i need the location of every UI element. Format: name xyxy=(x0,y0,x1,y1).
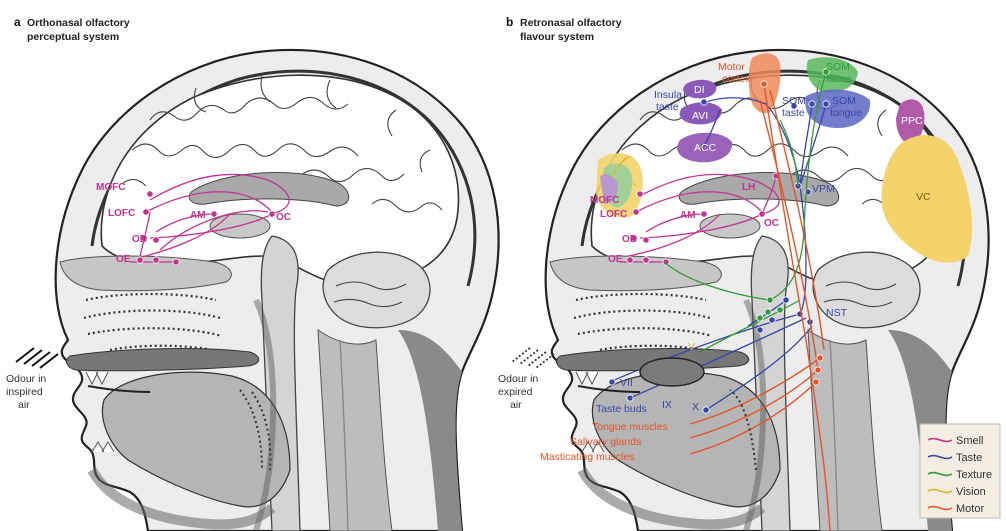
airflow-a-line2: inspired xyxy=(6,386,43,398)
label-avi: AVI xyxy=(692,110,708,122)
region-di xyxy=(683,79,717,99)
label-salivary-glands: Salivary glands xyxy=(570,436,641,448)
legend-label-vision: Vision xyxy=(956,486,986,498)
panel-b-smell-pathways xyxy=(620,173,780,263)
label-lofc-a: LOFC xyxy=(108,208,135,219)
label-taste-buds: Taste buds xyxy=(596,403,647,415)
legend-label-motor: Motor xyxy=(956,503,984,515)
airflow-a-line1: Odour in xyxy=(6,373,46,385)
region-acc xyxy=(677,132,733,163)
region-avi xyxy=(679,102,722,125)
label-x: X xyxy=(692,401,699,413)
panel-b-texture-nodes xyxy=(756,68,830,322)
label-di: DI xyxy=(694,84,705,96)
panel-b-expired-arrows xyxy=(511,347,555,369)
panel-a-inspired-arrows xyxy=(15,347,59,369)
panel-b-title-line2: flavour system xyxy=(520,31,594,43)
legend-label-texture: Texture xyxy=(956,469,992,481)
label-vc: VC xyxy=(916,191,931,203)
legend-swatch-taste xyxy=(927,454,953,460)
panel-a: a Orthonasal olfactory perceptual system… xyxy=(6,15,499,531)
panel-a-title-line2: perceptual system xyxy=(27,31,119,43)
airflow-a-line3: air xyxy=(18,399,30,411)
label-ix: IX xyxy=(662,399,672,411)
region-som-faces xyxy=(806,57,858,93)
label-v: V xyxy=(688,341,695,353)
panel-b-motor-nodes xyxy=(760,80,824,386)
panel-b: b Retronasal olfactory flavour system xyxy=(498,15,989,531)
label-ppc: PPC xyxy=(901,115,923,127)
label-ob-b: OB xyxy=(622,234,637,245)
panel-a-airflow-dots xyxy=(239,389,272,471)
panel-a-smell-nodes xyxy=(136,190,276,266)
panel-b-taste-nodes xyxy=(608,98,830,414)
label-acc: ACC xyxy=(694,142,717,154)
label-nst: NST xyxy=(826,307,848,319)
panel-a-title-line1: Orthonasal olfactory xyxy=(27,17,130,29)
region-ppc xyxy=(896,99,925,144)
label-am-b: AM xyxy=(680,210,696,221)
label-oc-a: OC xyxy=(276,212,291,223)
panel-a-region-labels: MOFC LOFC AM OB OE OC xyxy=(96,182,291,265)
region-vc xyxy=(881,135,973,263)
label-ob-a: OB xyxy=(132,234,147,245)
panel-b-texture-pathways xyxy=(663,71,827,353)
airflow-b-line1: Odour in xyxy=(498,373,538,385)
panel-a-head xyxy=(56,50,499,531)
label-mofc-b: MOFC xyxy=(590,195,619,206)
label-lh: LH xyxy=(742,182,755,193)
panel-b-airflow-label: Odour in expired air xyxy=(498,373,541,411)
panel-a-airflow-label: Odour in inspired air xyxy=(6,373,49,411)
region-ofc-rainbow xyxy=(596,153,643,218)
panel-a-letter: a xyxy=(14,15,21,29)
legend-swatch-texture xyxy=(927,471,953,477)
label-lofc-b: LOFC xyxy=(600,209,627,220)
legend-box xyxy=(919,423,1001,519)
panel-b-smell-nodes xyxy=(626,172,780,266)
legend-swatch-smell xyxy=(927,437,953,443)
label-oc-b: OC xyxy=(764,218,779,229)
legend-label-smell: Smell xyxy=(956,435,984,447)
airflow-b-line2: expired xyxy=(498,386,533,398)
panel-b-motor-pathways xyxy=(689,83,831,531)
label-mofc-a: MOFC xyxy=(96,182,125,193)
label-vpm: VPM xyxy=(812,183,835,195)
panel-a-smell-pathways xyxy=(130,173,290,263)
legend-label-taste: Taste xyxy=(956,452,982,464)
panel-b-airflow-dots xyxy=(729,389,757,471)
airflow-b-line3: air xyxy=(510,399,522,411)
label-masticating-muscles: Masticating muscles xyxy=(540,451,635,463)
legend-swatch-vision xyxy=(927,488,953,494)
label-tongue-muscles: Tongue muscles xyxy=(592,421,668,433)
panel-b-tongue-region xyxy=(639,357,705,387)
panel-b-letter: b xyxy=(506,15,513,29)
label-vii: VII xyxy=(620,377,633,389)
legend-swatch-motor xyxy=(927,505,953,511)
label-oe-b: OE xyxy=(608,254,623,265)
label-oe-a: OE xyxy=(116,254,131,265)
panel-b-vision-pathway xyxy=(611,155,631,179)
panel-b-title-line1: Retronasal olfactory xyxy=(520,17,622,29)
label-am-a: AM xyxy=(190,210,206,221)
